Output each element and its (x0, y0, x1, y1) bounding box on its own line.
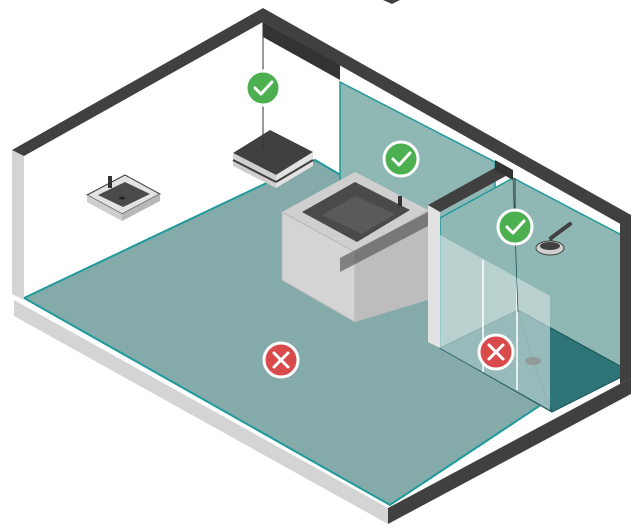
cross-icon (487, 343, 505, 361)
check-icon (505, 219, 526, 235)
partition-wall (428, 160, 513, 348)
shower-wall-check[interactable] (496, 208, 534, 246)
back-wall-top (263, 8, 631, 230)
bathtub (281, 172, 428, 323)
left-wall (12, 8, 263, 300)
shower-glass-door (440, 235, 550, 410)
tub-wall-check[interactable] (382, 140, 420, 178)
check-icon (391, 151, 412, 167)
floor-cross[interactable] (262, 341, 300, 379)
sink (85, 174, 162, 221)
ceiling-vent-box (232, 130, 314, 188)
ceiling-vent-check[interactable] (244, 69, 282, 107)
cross-icon (272, 351, 290, 369)
bathroom-floor (21, 158, 631, 507)
right-wall-edge (620, 215, 631, 384)
top-edge-fragment (383, 0, 400, 4)
floor-slab (14, 300, 631, 524)
shower-floor-cross[interactable] (477, 333, 515, 371)
check-icon (253, 80, 274, 96)
shower-head-icon (535, 222, 572, 256)
